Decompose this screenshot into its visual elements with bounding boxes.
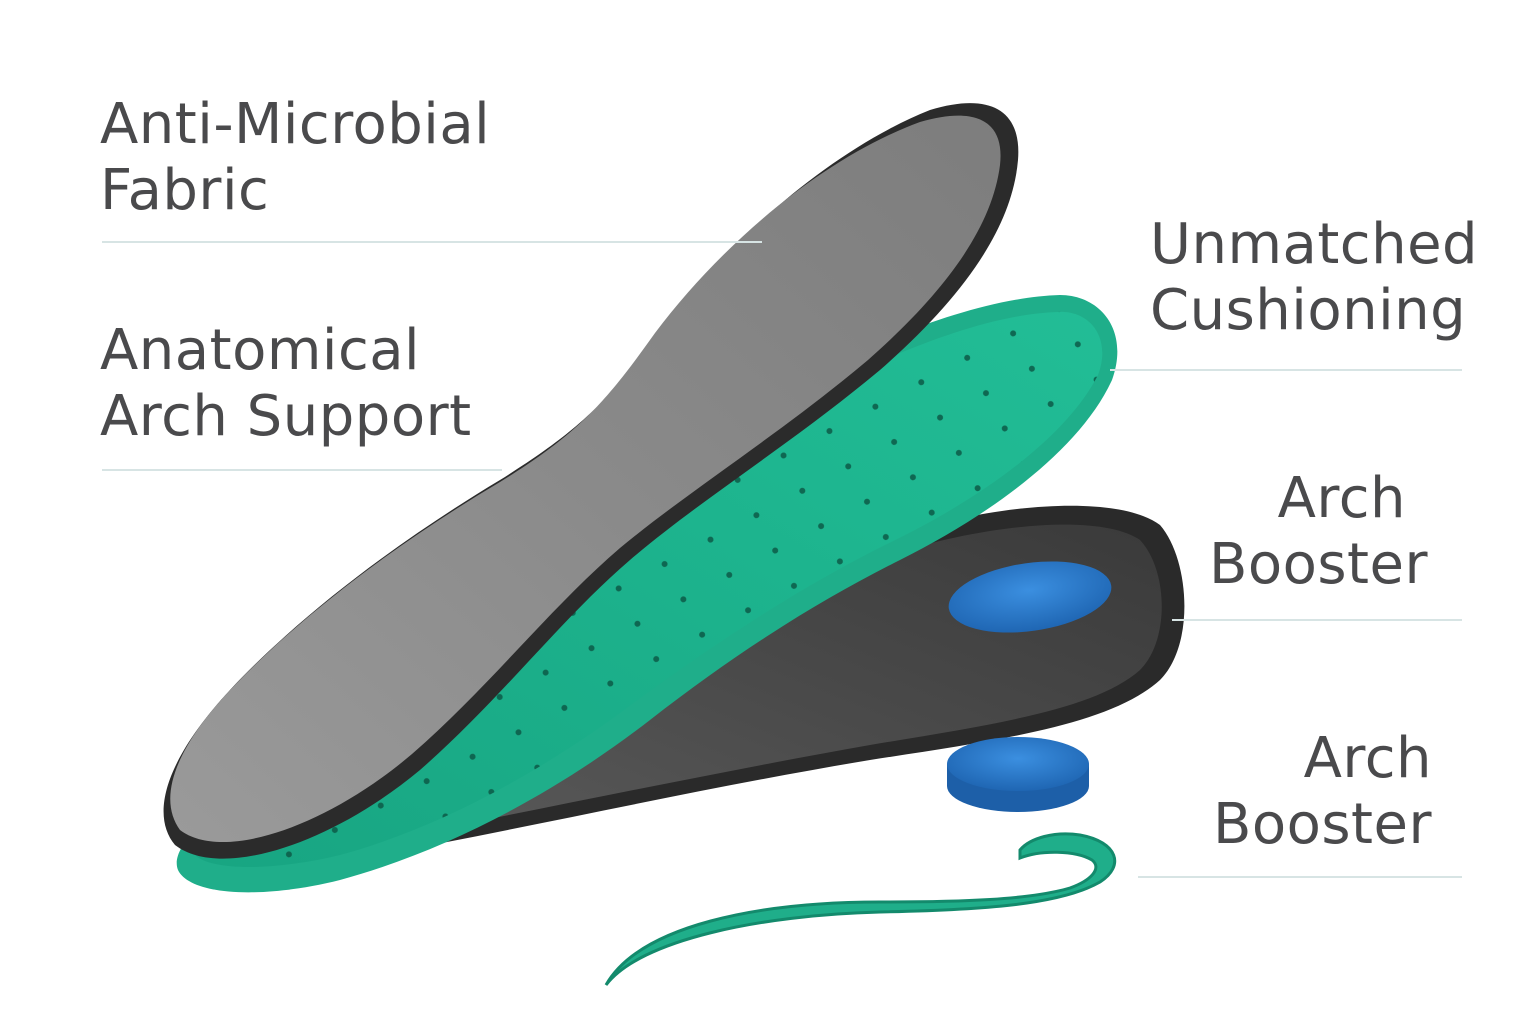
booster-1-label-line1: Arch bbox=[1277, 466, 1406, 531]
booster-2-label-line2: Booster bbox=[1212, 792, 1432, 857]
booster-2-label-line1: Arch bbox=[1303, 726, 1432, 791]
arch-booster-puck-top bbox=[947, 737, 1089, 791]
booster-1-label: Arch Booster bbox=[1200, 466, 1428, 598]
fabric-label-line1: Anti-Microbial bbox=[100, 92, 491, 157]
fabric-layer-top bbox=[170, 115, 1001, 843]
fabric-leader-line bbox=[102, 241, 762, 243]
cushioning-label-line2: Cushioning bbox=[1150, 278, 1467, 343]
arch-booster-hook bbox=[604, 832, 1117, 986]
cushioning-label: Unmatched Cushioning bbox=[1150, 212, 1478, 344]
fabric-label-line2: Fabric bbox=[100, 158, 270, 223]
arch-support-label: Anatomical Arch Support bbox=[100, 318, 472, 450]
arch-booster-inset bbox=[948, 561, 1112, 633]
booster-2-label: Arch Booster bbox=[1200, 726, 1432, 858]
cushioning-label-line1: Unmatched bbox=[1150, 212, 1479, 277]
booster-2-leader-line bbox=[1138, 876, 1462, 878]
cushioning-leader-line bbox=[1110, 369, 1462, 371]
fabric-label: Anti-Microbial Fabric bbox=[100, 92, 490, 224]
arch-support-label-line1: Anatomical bbox=[100, 318, 421, 383]
arch-support-leader-line bbox=[102, 469, 502, 471]
booster-1-leader-line bbox=[1172, 619, 1462, 621]
booster-1-label-line2: Booster bbox=[1208, 532, 1428, 597]
arch-support-label-line2: Arch Support bbox=[100, 384, 472, 449]
